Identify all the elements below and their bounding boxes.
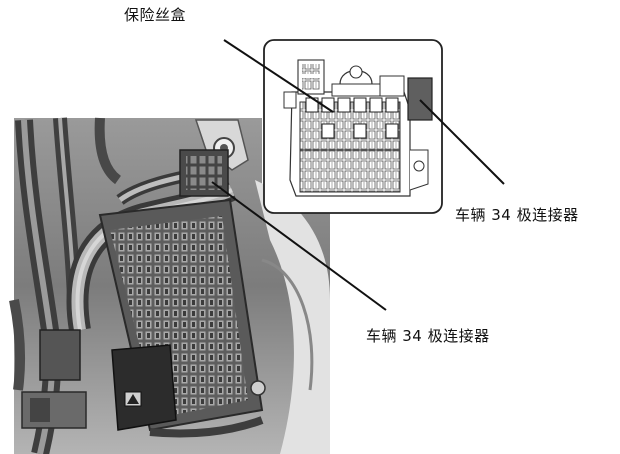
leader-line-connector-right [419,99,505,185]
leader-line-fuse-box [223,39,334,113]
connector-label-photo: 车辆 34 极连接器 [366,327,490,345]
leader-line-connector-bottom [211,181,387,311]
fuse-box-label: 保险丝盒 [124,6,187,24]
connector-label-inset: 车辆 34 极连接器 [455,206,579,224]
photo-engine-bay [9,117,330,454]
inset-fuse-box-drawing [263,39,443,214]
